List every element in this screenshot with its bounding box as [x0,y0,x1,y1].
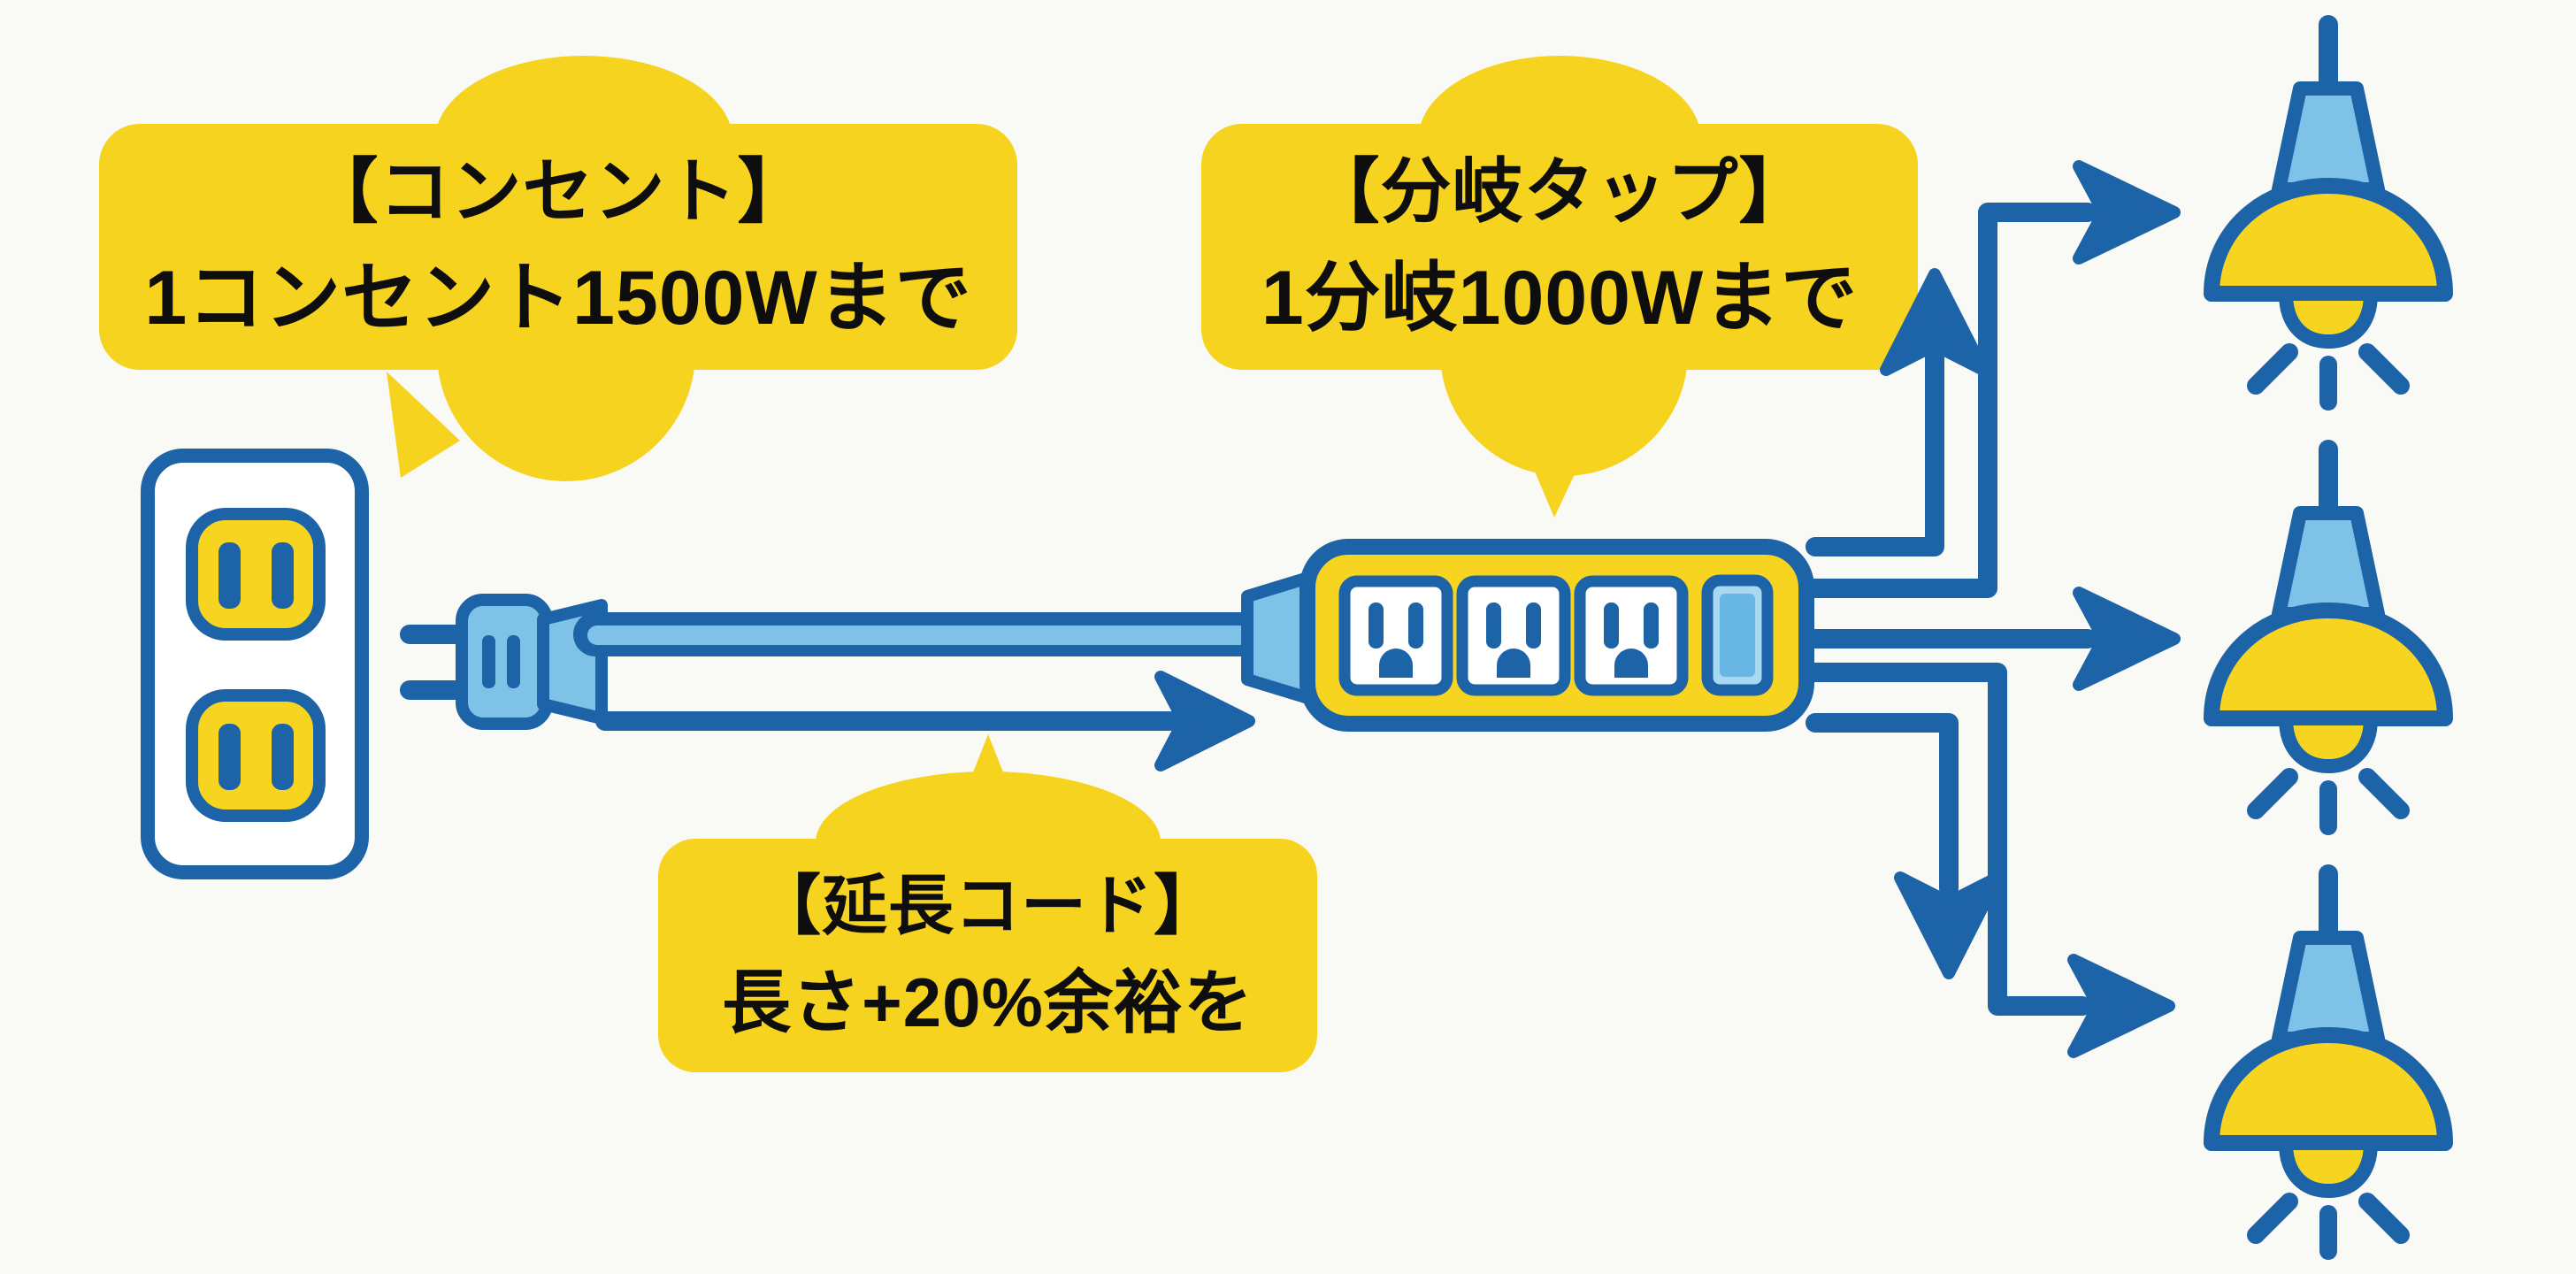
speech-bubble-outlet [99,56,1017,481]
plug-body [456,594,553,730]
arrow-down-icon [1806,713,2004,979]
bubble-body [1201,124,1918,370]
flow-arrows [595,160,2181,1058]
switch-inner [1720,594,1755,677]
strip-socket [1456,575,1571,696]
pendant-lamp-icon [2212,449,2445,826]
speech-bubble-tap [1201,56,1918,518]
socket-ground-hole [1614,649,1648,678]
socket-slot [1486,602,1501,649]
strip-switch [1701,574,1774,696]
socket-ground-hole [1379,649,1413,678]
arrow-right-top-lamp-icon [1802,160,2181,598]
socket-slot [1368,602,1384,649]
power-strip-icon [1300,539,1814,732]
pendant-lamp-icon [2212,874,2445,1251]
socket-slot [1604,602,1619,649]
bubble-body [99,124,1017,370]
cord-stripe [587,625,1311,645]
socket-slot [1526,602,1541,649]
socket-slot [1644,602,1659,649]
arrow-right-bottom-lamp-icon [1802,663,2175,1058]
socket-slot [218,724,241,790]
bubble-tail [1523,444,1589,518]
pendant-lamp-icon [2204,15,2453,411]
lamp-light-rays [2247,343,2410,411]
outlet-socket [186,689,326,822]
strip-socket [1338,575,1453,696]
arrow-right-middle-lamp-icon [1802,587,2181,691]
lamp-shade-top [2272,81,2385,196]
power-plug-icon [400,594,608,730]
socket-slot [218,542,241,609]
arrow-right-extension-length-icon [595,671,1255,771]
socket-slot [272,724,294,790]
bubble-tail [387,372,460,478]
speech-bubble-extension [658,734,1317,1072]
extension-cord-icon [573,571,1317,705]
outlet-socket [186,508,326,641]
plug-slot [507,635,520,688]
strip-socket [1574,575,1689,696]
lamp-bulb [2279,287,2378,349]
plug-slot [482,635,495,688]
wall-outlet-icon [141,449,369,879]
bubble-body [658,839,1317,1072]
socket-slot [1408,602,1423,649]
socket-slot [272,542,294,609]
socket-ground-hole [1497,649,1530,678]
lamp-shade-dome [2204,178,2453,302]
